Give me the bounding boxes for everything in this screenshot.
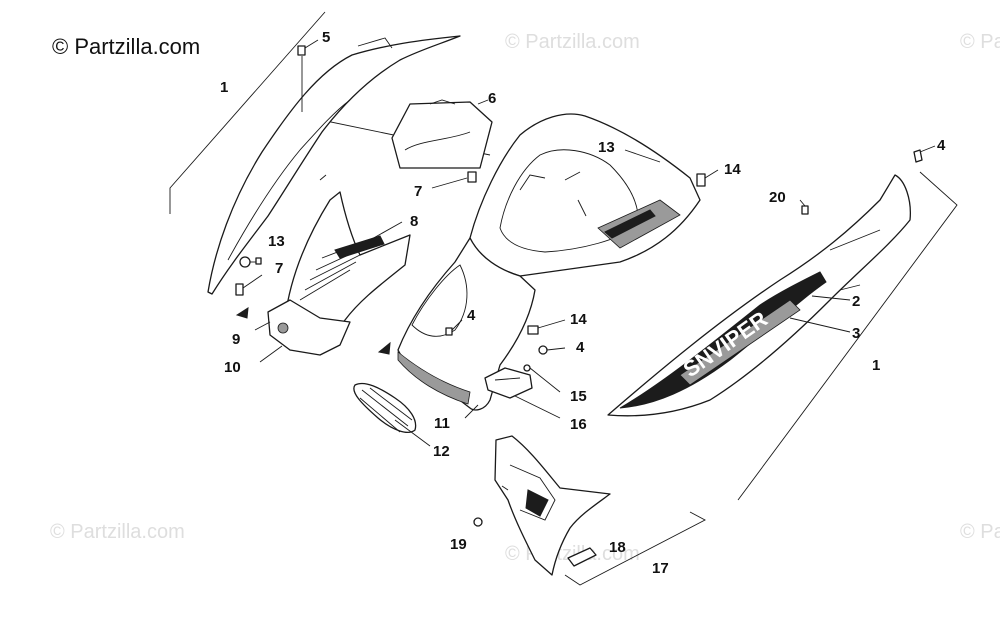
callout-4-center: 4 [467,307,476,324]
hood-center[interactable] [469,113,701,277]
callout-1-left: 1 [220,79,228,96]
leader-part-9 [254,321,271,331]
callout-18: 18 [609,539,626,556]
callout-10: 10 [224,359,241,376]
screw-part-20[interactable] [799,199,809,215]
callout-4-right: 4 [937,137,946,154]
clip-part-14-lower[interactable] [527,319,566,335]
screw-part-4-center[interactable] [445,319,463,336]
leader-part-11 [464,404,479,419]
watermark-top-center: © Partzilla.com [505,31,640,53]
callout-14-upper: 14 [724,161,741,178]
callout-9: 9 [232,331,240,348]
callout-5: 5 [322,29,330,46]
callout-7-left: 7 [275,260,283,277]
screw-part-5[interactable] [297,39,319,112]
part-18[interactable] [567,547,597,567]
callout-19: 19 [450,536,467,553]
group-bracket-right [737,171,958,501]
callout-16: 16 [570,416,587,433]
callout-17: 17 [652,560,669,577]
callout-20: 20 [769,189,786,206]
callout-11: 11 [434,415,450,432]
leader-part-3 [789,317,851,333]
direction-arrow-left [235,307,249,319]
screw-part-19[interactable] [473,517,483,527]
callout-13-right: 13 [598,139,615,156]
clip-part-13-left[interactable] [239,256,262,268]
watermark-top-right: © Partzilla.com [960,31,1000,53]
clip-part-14-upper[interactable] [696,169,719,187]
callout-13-left: 13 [268,233,285,250]
copyright-label: © Partzilla.com [52,34,200,59]
leader-part-2 [811,295,851,301]
right-side-panel[interactable]: SNVIPER [607,174,911,417]
nose-part-11[interactable] [397,237,536,411]
windshield-decal-part-6[interactable] [391,99,493,169]
mesh-grill-part-12[interactable] [353,382,431,447]
clip-part-7-left[interactable] [235,274,263,296]
leader-part-13-right [624,149,661,163]
lower-front-part-10[interactable] [267,299,351,356]
screw-part-4-lower[interactable] [538,345,566,355]
callout-2: 2 [852,293,860,310]
callout-8: 8 [410,213,418,230]
direction-arrow-center [377,341,391,355]
callout-6: 6 [488,90,496,107]
lower-panel-part-17[interactable] [494,435,611,576]
callout-1-right: 1 [872,357,880,374]
bracket-part-16[interactable] [484,364,561,419]
group-bracket-bottom [564,511,706,586]
leader-part-10 [259,345,283,363]
screw-part-4-right[interactable] [913,145,936,163]
watermark-bottom-left: © Partzilla.com [50,521,185,543]
callout-4-lower: 4 [576,339,585,356]
callout-14-lower: 14 [570,311,587,328]
callout-3: 3 [852,325,860,342]
callout-15: 15 [570,388,587,405]
leader-part-8 [369,221,403,241]
callout-7-upper: 7 [414,183,422,200]
callout-12: 12 [433,443,450,460]
left-side-panel[interactable] [207,35,461,295]
watermark-bottom-right: © Partzilla.com [960,521,1000,543]
clip-part-7-upper[interactable] [431,171,477,189]
